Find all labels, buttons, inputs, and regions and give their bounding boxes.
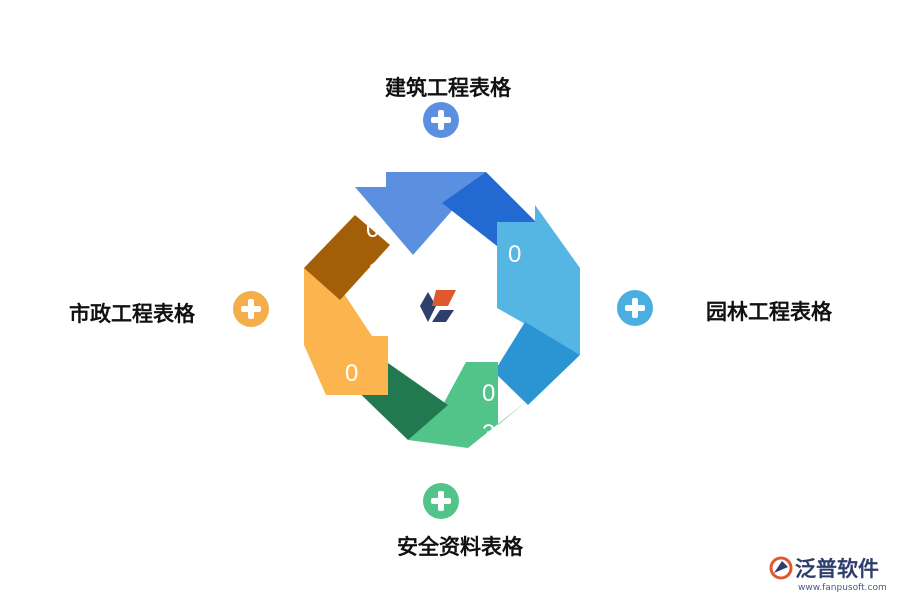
bottom-node-label: 安全资料表格 — [397, 535, 523, 559]
ribbon-bottom-right — [494, 322, 580, 405]
fanpu-logo-icon — [769, 556, 793, 580]
arrow-right — [497, 205, 580, 355]
right-node-number: 0 — [508, 241, 522, 268]
top-plus-icon[interactable] — [423, 102, 459, 138]
right-node-label: 园林工程表格 — [706, 300, 832, 324]
arrow-left — [304, 268, 388, 395]
right-plus-icon[interactable] — [617, 290, 653, 326]
hexagon-logo-icon — [420, 290, 456, 322]
top-node-label: 建筑工程表格 — [385, 76, 511, 100]
left-node-label: 市政工程表格 — [69, 302, 195, 326]
ribbon-top-left — [304, 215, 390, 300]
bottom-node-number-2: 3 — [482, 420, 496, 447]
bottom-node-number: 0 — [482, 380, 496, 407]
bottom-plus-icon[interactable] — [423, 483, 459, 519]
arrow-bottom — [408, 362, 528, 448]
top-node-number: 0 — [366, 216, 380, 243]
left-node-number: 0 — [345, 360, 359, 387]
left-node-number-2: 1 — [368, 258, 382, 285]
brand-name: 泛普软件 — [795, 557, 879, 581]
brand-url: www.fanpusoft.com — [798, 583, 887, 593]
brand-watermark: 泛普软件 www.fanpusoft.com — [768, 553, 893, 597]
arrow-top-left — [355, 172, 486, 255]
left-plus-icon[interactable] — [233, 291, 269, 327]
